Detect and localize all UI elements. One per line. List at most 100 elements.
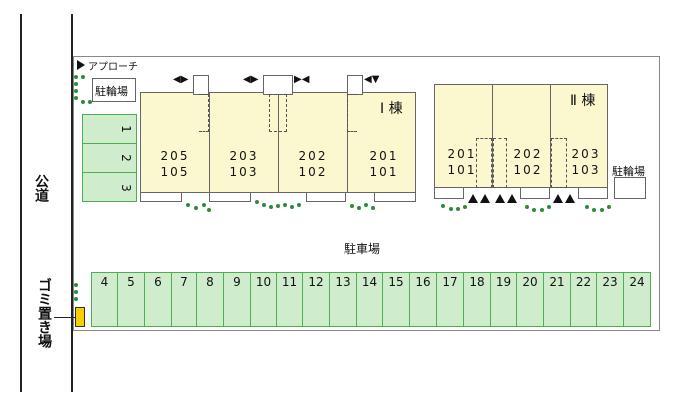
public-road-label: 公道 [33, 174, 49, 202]
stair [263, 75, 293, 95]
shrub-dot [607, 205, 611, 209]
stair-outline [551, 138, 567, 188]
entrance-triangle-icon [507, 194, 517, 203]
shrub-dot [81, 100, 85, 104]
shrub-dot [269, 205, 273, 209]
parking-spot-9: 9 [223, 272, 251, 327]
shrub-dot [74, 290, 78, 294]
shrub-dot [74, 89, 78, 93]
parking-spot-16: 16 [409, 272, 437, 327]
room-number: 102 [298, 165, 328, 179]
unit-divider [209, 92, 210, 193]
parking-spot-label: 3 [118, 184, 133, 192]
parking-spot-label: 12 [308, 275, 324, 289]
garbage-area-label: ゴミ置き場 [36, 278, 52, 348]
shrub-dot [81, 75, 85, 79]
shrub-dot [600, 208, 604, 212]
balcony [520, 187, 550, 199]
shrub-dot [364, 203, 368, 207]
parking-spot-label: 21 [549, 275, 565, 289]
shrub-dot [255, 200, 259, 204]
stair-outline [269, 94, 287, 132]
entrance-triangle-icon [553, 194, 563, 203]
road-left-line [20, 14, 22, 392]
unit-divider [492, 84, 493, 188]
parking-spot-20: 20 [516, 272, 544, 327]
unit-divider [550, 84, 551, 188]
shrub-dot [276, 204, 280, 208]
bicycle-parking-right [614, 177, 646, 199]
balcony [140, 192, 182, 202]
shrub-dot [202, 203, 206, 207]
parking-spot-label: 13 [335, 275, 351, 289]
parking-spot-24: 24 [623, 272, 651, 327]
room-number: 103 [229, 165, 259, 179]
stair-outline [493, 138, 507, 188]
unit-divider [278, 92, 279, 193]
parking-spot-label: 2 [118, 154, 133, 162]
room-number: 202 [513, 147, 543, 161]
parking-spot-22: 22 [570, 272, 597, 327]
entrance-triangle-icon [468, 194, 478, 203]
entrance-arrow-icon: ◀▶ [173, 74, 189, 85]
parking-spot-15: 15 [382, 272, 410, 327]
parking-spot-label: 15 [388, 275, 404, 289]
parking-area-label: 駐車場 [344, 242, 381, 256]
shrub-dot [207, 208, 211, 212]
shrub-dot [371, 206, 375, 210]
shrub-dot [74, 82, 78, 86]
shrub-dot [592, 208, 596, 212]
parking-spot-4: 4 [91, 272, 118, 327]
room-number: 102 [513, 163, 543, 177]
building-2-label: Ⅱ 棟 [570, 93, 596, 109]
shrub-dot [547, 205, 551, 209]
parking-spot-3 [82, 172, 137, 202]
parking-spot-label: 17 [442, 275, 458, 289]
building-2 [434, 84, 608, 188]
parking-spot-21: 21 [543, 272, 571, 327]
entrance-triangle-icon [495, 194, 505, 203]
shrub-dot [532, 208, 536, 212]
room-number: 203 [571, 147, 601, 161]
shrub-dot [262, 203, 266, 207]
room-number: 201 [447, 147, 477, 161]
entrance-triangle-icon [565, 194, 575, 203]
room-number: 101 [369, 165, 399, 179]
garbage-pointer [54, 317, 76, 318]
balcony [374, 192, 416, 202]
parking-spot-label: 1 [118, 125, 133, 133]
parking-spot-label: 20 [522, 275, 538, 289]
parking-spot-2 [82, 143, 137, 173]
entrance-triangle-icon [480, 194, 490, 203]
balcony [578, 187, 608, 199]
parking-spot-19: 19 [490, 272, 517, 327]
shrub-dot [585, 205, 589, 209]
room-number: 201 [369, 149, 399, 163]
parking-spot-label: 14 [361, 275, 378, 289]
parking-spot-17: 17 [436, 272, 464, 327]
stair [193, 75, 209, 95]
parking-spot-label: 7 [180, 275, 188, 289]
parking-spot-23: 23 [596, 272, 624, 327]
shrub-dot [357, 206, 361, 210]
balcony [209, 192, 251, 202]
shrub-dot [290, 205, 294, 209]
parking-spot-label: 4 [100, 275, 109, 289]
balcony [434, 187, 464, 199]
entrance-arrow-icon: ◀▼ [364, 74, 380, 85]
shrub-dot [194, 206, 198, 210]
room-number: 103 [571, 163, 601, 177]
parking-spot-12: 12 [302, 272, 330, 327]
parking-spot-label: 22 [575, 275, 592, 289]
approach-label: アプローチ [88, 62, 138, 73]
stair [347, 75, 363, 95]
shrub-dot [540, 208, 544, 212]
stair-outline [199, 94, 209, 132]
parking-spot-label: 16 [415, 275, 431, 289]
shrub-dot [456, 207, 460, 211]
room-number: 205 [160, 149, 190, 163]
stair-outline [476, 138, 492, 188]
shrub-dot [74, 297, 78, 301]
parking-spot-label: 8 [206, 275, 214, 289]
approach-arrow-icon [77, 60, 85, 70]
